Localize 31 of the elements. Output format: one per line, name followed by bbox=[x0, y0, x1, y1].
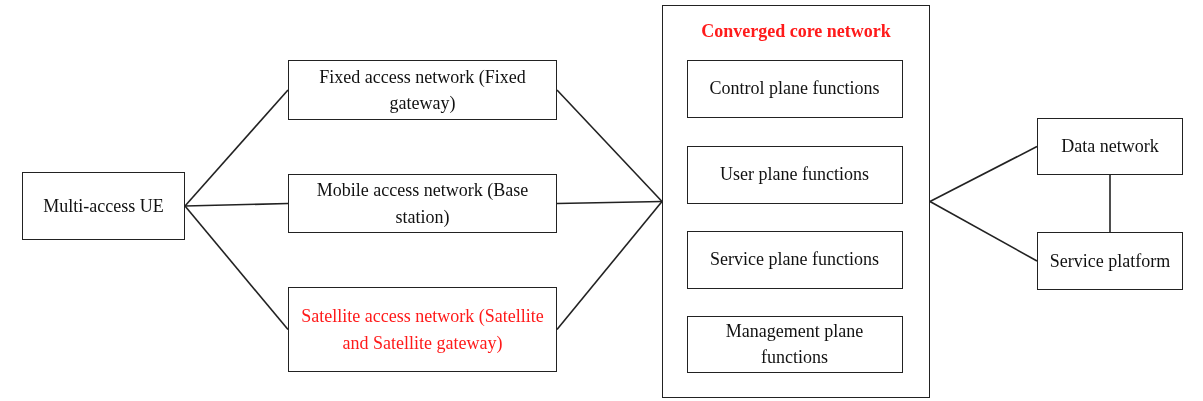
connector-line bbox=[556, 200, 663, 331]
box-label: Management plane functions bbox=[724, 319, 865, 369]
connector-line bbox=[184, 202, 289, 207]
process-box bbox=[1037, 118, 1183, 175]
core-network-container bbox=[662, 5, 930, 398]
process-box bbox=[288, 287, 557, 372]
connector-line bbox=[929, 145, 1038, 203]
process-box bbox=[22, 172, 185, 240]
connector-line bbox=[184, 89, 289, 207]
process-box bbox=[288, 60, 557, 120]
process-box bbox=[288, 174, 557, 233]
process-box bbox=[686, 145, 903, 204]
process-box bbox=[1037, 232, 1183, 290]
process-box bbox=[686, 59, 903, 118]
box-label: Multi-access UE bbox=[42, 194, 165, 218]
box-label: Control plane functions bbox=[708, 77, 881, 101]
box-label: Satellite access network (Satellite and Satellite gateway) bbox=[300, 305, 545, 355]
box-label: Mobile access network (Base station) bbox=[315, 179, 530, 229]
box-label: Fixed access network (Fixed gateway) bbox=[318, 65, 527, 115]
process-box bbox=[686, 230, 903, 289]
connector-line bbox=[556, 200, 663, 205]
group-heading: Converged core network bbox=[700, 20, 892, 43]
connector-line bbox=[1109, 174, 1111, 233]
process-box bbox=[686, 315, 903, 373]
box-label: Data network bbox=[1060, 135, 1160, 159]
connector-line bbox=[184, 205, 289, 331]
box-label: Service platform bbox=[1048, 249, 1172, 273]
connector-line bbox=[556, 89, 663, 203]
box-label: User plane functions bbox=[719, 163, 870, 187]
box-label: Service plane functions bbox=[709, 248, 880, 272]
connector-line bbox=[929, 200, 1038, 262]
